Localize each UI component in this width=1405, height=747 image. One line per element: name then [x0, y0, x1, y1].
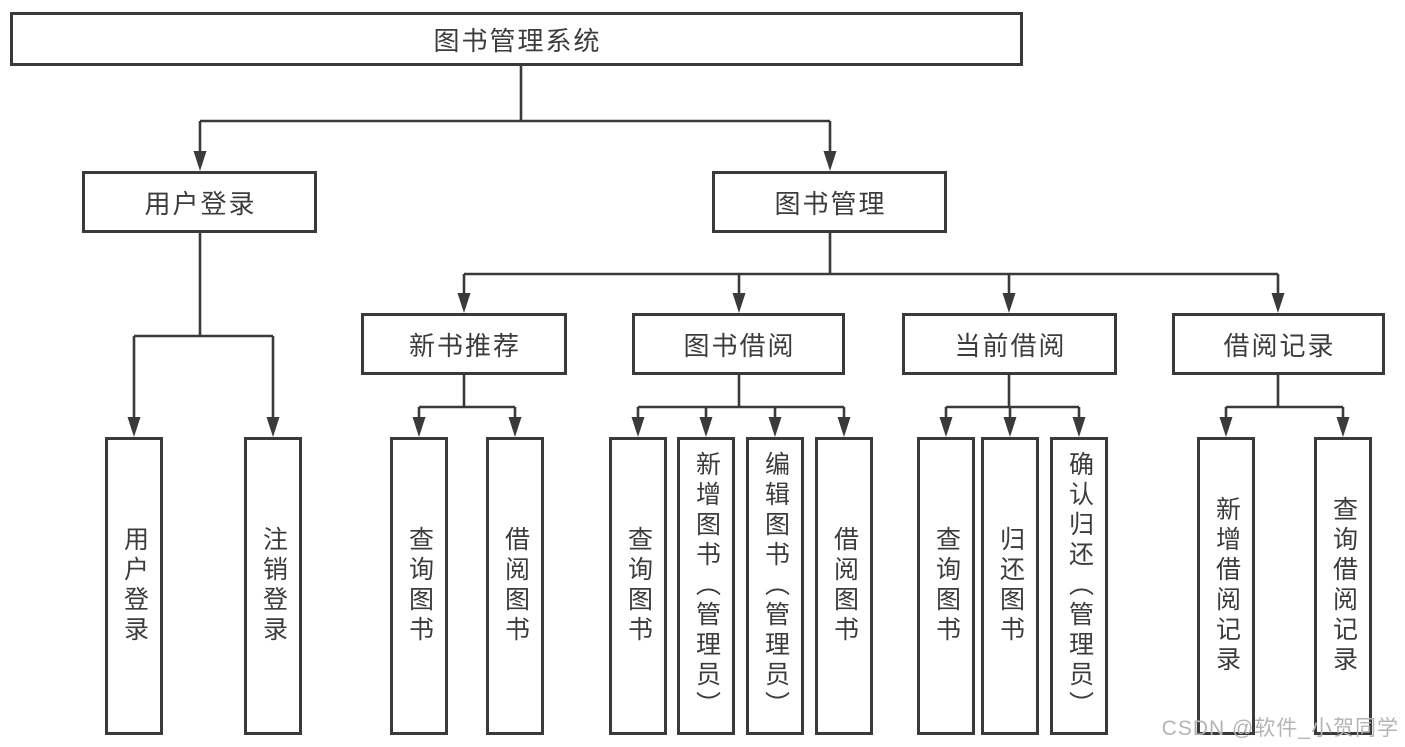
leaf-borrow-book: 借阅图书 — [815, 437, 873, 735]
leaf-add-borrow-record: 新增借阅记录 — [1197, 437, 1255, 735]
leaf-query-book-recommend: 查询图书 — [390, 437, 448, 735]
leaf-logout: 注销登录 — [244, 437, 302, 735]
leaf-user-login: 用户登录 — [105, 437, 163, 735]
leaf-confirm-return-admin: 确认归还（管理员） — [1050, 437, 1108, 735]
node-user-login: 用户登录 — [82, 171, 317, 233]
leaf-query-book-borrow: 查询图书 — [609, 437, 667, 735]
leaf-borrow-book-recommend: 借阅图书 — [486, 437, 544, 735]
node-root-library-system: 图书管理系统 — [10, 12, 1023, 66]
tree-edges — [132, 66, 1345, 423]
node-new-book-recommend: 新书推荐 — [361, 313, 567, 375]
leaf-query-book-current: 查询图书 — [917, 437, 975, 735]
node-book-management: 图书管理 — [712, 171, 947, 233]
arrowheads — [127, 151, 1350, 437]
csdn-watermark: CSDN @软件_小贺同学 — [1161, 717, 1399, 740]
leaf-edit-book-admin: 编辑图书（管理员） — [746, 437, 804, 735]
node-borrow-record: 借阅记录 — [1172, 313, 1385, 375]
leaf-query-borrow-record: 查询借阅记录 — [1314, 437, 1372, 735]
leaf-return-book: 归还图书 — [981, 437, 1039, 735]
node-book-borrow: 图书借阅 — [632, 313, 845, 375]
leaf-add-book-admin: 新增图书（管理员） — [677, 437, 735, 735]
node-current-borrow: 当前借阅 — [902, 313, 1117, 375]
